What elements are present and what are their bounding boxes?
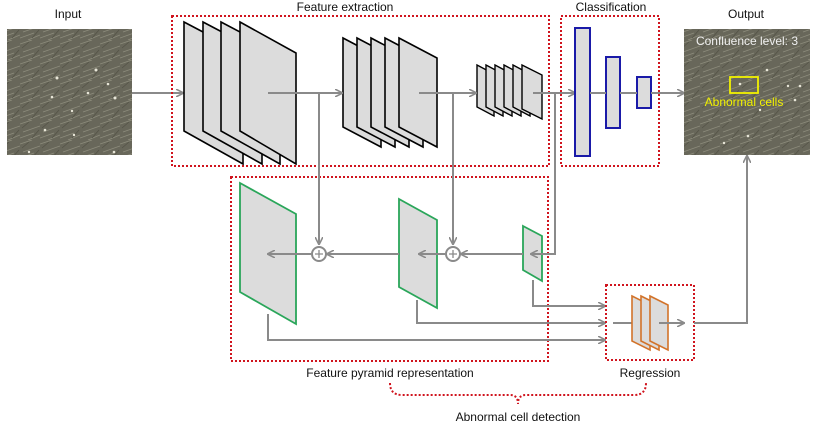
feature-extraction-group bbox=[171, 15, 550, 167]
fc-layer-3 bbox=[636, 76, 652, 109]
regression-layers bbox=[631, 294, 669, 352]
regression-label: Regression bbox=[620, 366, 681, 380]
abnormal-cells-text: Abnormal cells bbox=[705, 95, 784, 109]
fc-layer-1 bbox=[574, 27, 591, 157]
backbone-layer bbox=[398, 36, 438, 149]
lateral-arrow-3 bbox=[531, 93, 556, 254]
regression-to-output-arrow bbox=[694, 156, 747, 324]
add-icon bbox=[311, 246, 327, 262]
feature-pyramid-label: Feature pyramid representation bbox=[306, 366, 473, 380]
pyramid-level-2 bbox=[398, 197, 438, 310]
backbone-stage-2 bbox=[342, 36, 438, 149]
abnormal-cell-detection-label: Abnormal cell detection bbox=[456, 410, 581, 423]
input-cell-dots bbox=[27, 68, 117, 154]
classification-label: Classification bbox=[576, 0, 647, 14]
feature-pyramid-group bbox=[230, 176, 549, 362]
fc-layer-2 bbox=[605, 56, 621, 129]
backbone-stage-3 bbox=[476, 63, 543, 121]
feature-extraction-label: Feature extraction bbox=[297, 0, 394, 14]
output-image: Confluence level: 3 Abnormal cells bbox=[684, 29, 810, 155]
backbone-stage-1 bbox=[183, 20, 297, 166]
output-label: Output bbox=[728, 7, 765, 21]
lateral-connections bbox=[319, 93, 556, 254]
add-icon bbox=[445, 246, 461, 262]
abnormal-cells-box bbox=[729, 76, 759, 94]
add-nodes bbox=[311, 246, 461, 262]
input-image bbox=[7, 29, 132, 155]
input-label: Input bbox=[55, 7, 82, 21]
pyramid-to-regression-arrows bbox=[267, 280, 605, 340]
classifier-layers bbox=[574, 27, 652, 157]
confluence-level-text: Confluence level: 3 bbox=[696, 34, 798, 48]
backbone-layer bbox=[521, 63, 543, 121]
detection-brace bbox=[389, 382, 647, 405]
classification-group bbox=[560, 15, 660, 167]
